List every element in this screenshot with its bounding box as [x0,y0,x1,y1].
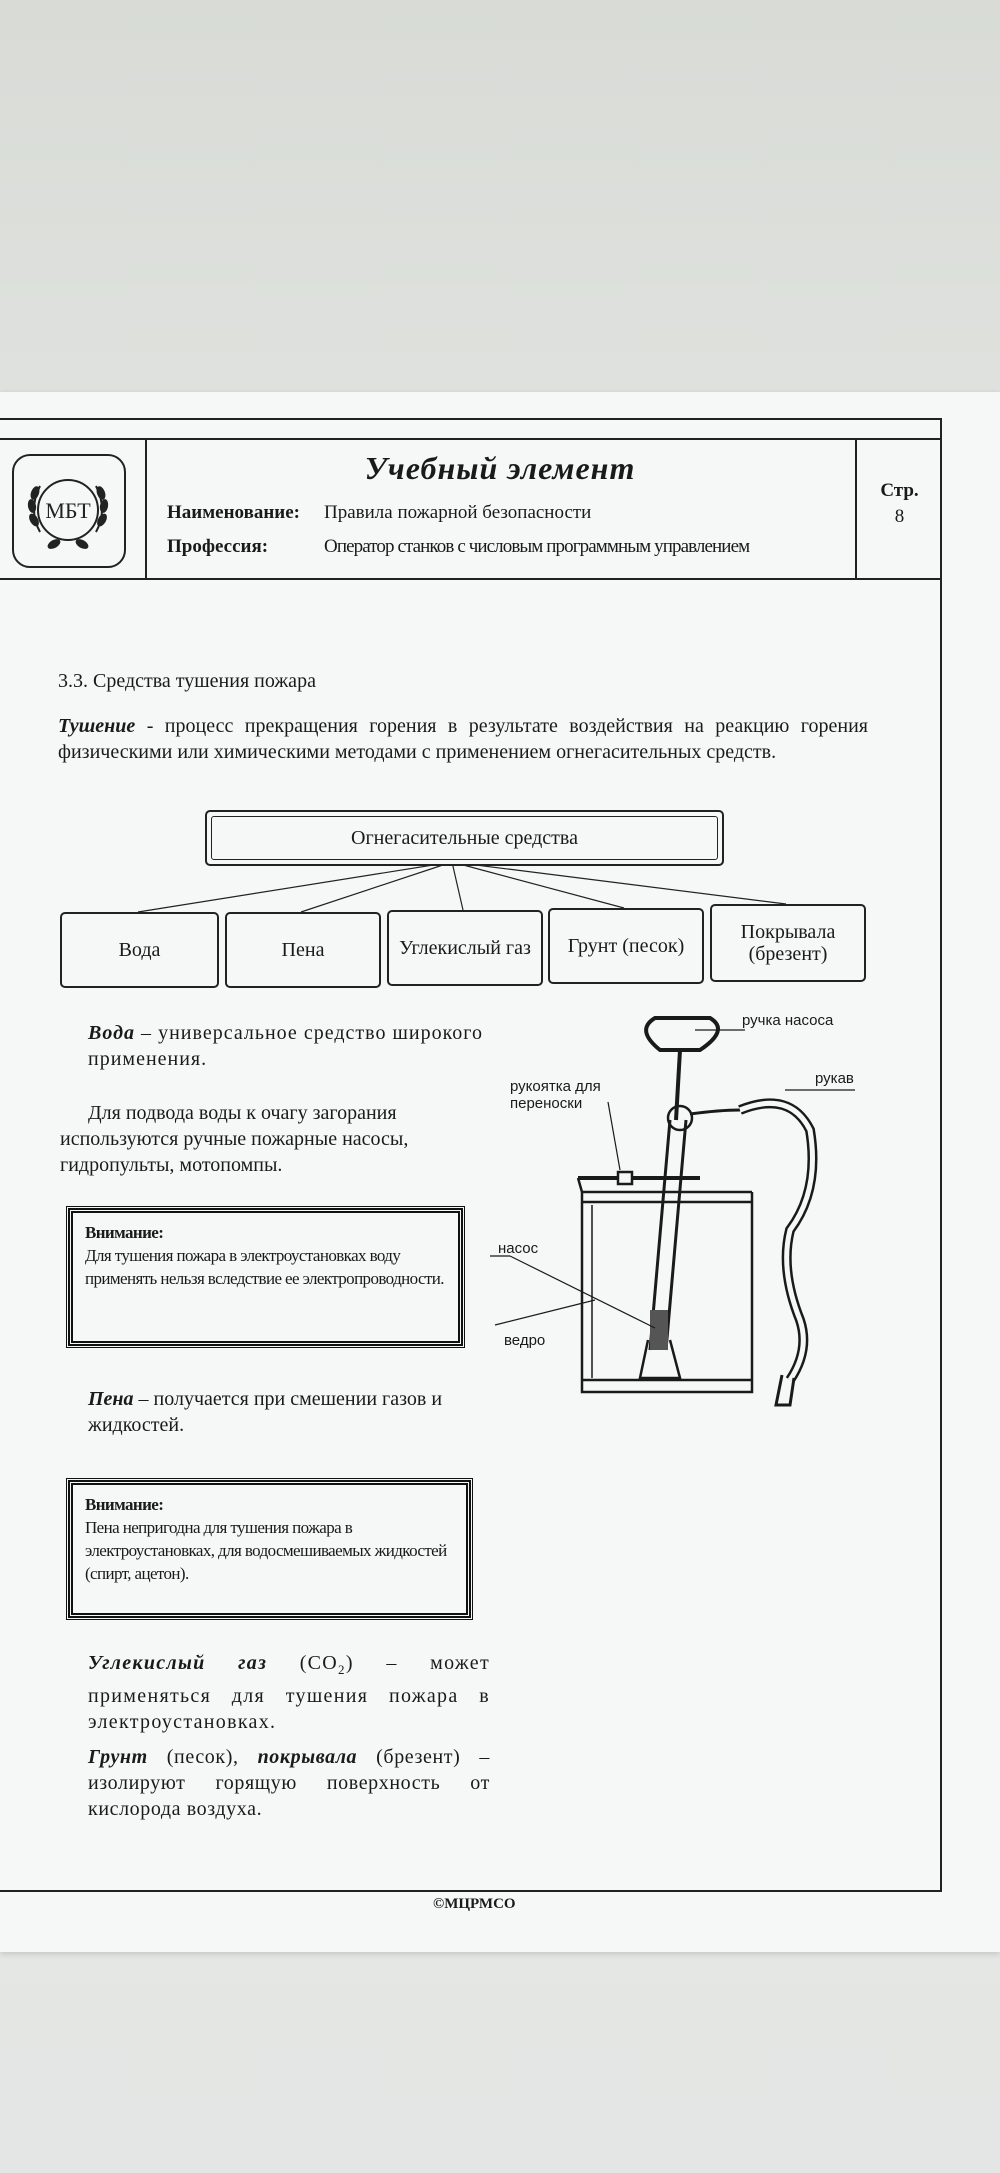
co2-formula: (CO [267,1652,339,1674]
logo-cell: МБТ [0,440,147,578]
soil-mid: (песок), [147,1746,258,1768]
water-supply-paragraph: Для подвода воды к очагу загорания испол… [60,1102,409,1176]
soil-paragraph: Грунт (песок), покрывала (брезент) – изо… [88,1744,490,1822]
pump-label: насос [498,1240,539,1257]
document-sheet [0,392,1000,1952]
warning-text: Для тушения пожара в электроустановках в… [85,1246,444,1288]
mbt-logo: МБТ [12,454,126,568]
pump-handle-label: ручка насоса [742,1012,834,1029]
bucket-label: ведро [504,1332,546,1349]
copyright-footer: ©МЦРМСО [433,1896,516,1912]
water-paragraph: Вода – универсальное средство широкого п… [88,1020,483,1072]
name-label: Наименование: [167,502,300,523]
intro-paragraph: Тушение - процесс прекращения горения в … [58,713,868,765]
intro-term: Тушение [58,715,136,737]
scheme-item-soil: Грунт (песок) [548,908,704,984]
page-number: 8 [894,506,905,527]
foam-paragraph: Пена – получается при смешении газов и ж… [88,1386,488,1438]
co2-text: ) – может применяться для тушения пожара… [88,1652,490,1733]
water-text: – универсальное средство широкого примен… [88,1022,483,1070]
soil-term: Грунт [88,1746,148,1768]
profession-row: Профессия: Оператор станков с числовым пр… [167,536,750,558]
page-cell: Стр. 8 [855,440,942,578]
profession-value: Оператор станков с числовым программным … [324,536,750,557]
foam-text: – получается при смешении газов и жидкос… [88,1388,443,1436]
soil-text: (брезент) – изолируют горящую поверхност… [88,1746,490,1820]
warning-box-water: Внимание: Для тушения пожара в электроус… [66,1206,465,1348]
header-title: Учебный элемент [364,450,636,486]
co2-subscript: 2 [338,1662,346,1677]
page-label: Стр. [880,480,919,501]
carry-handle-label: рукоятка для переноски [510,1078,601,1112]
warning-text: Пена непригодна для тушения пожара в эле… [85,1518,447,1583]
warning-title: Внимание: [85,1495,164,1514]
intro-text: - процесс прекращения горения в результа… [58,715,868,763]
page-frame [0,418,942,1892]
warning-title: Внимание: [85,1223,164,1242]
co2-paragraph: Углекислый газ (CO2) – может применяться… [88,1650,490,1735]
warning-box-foam: Внимание: Пена непригодна для тушения по… [66,1478,473,1620]
co2-term: Углекислый газ [88,1652,268,1674]
section-heading: 3.3. Средства тушения пожара [58,670,316,692]
svg-text:МБТ: МБТ [45,498,91,523]
profession-label: Профессия: [167,536,269,557]
name-value: Правила пожарной безопасности [324,502,592,523]
name-row: Наименование: Правила пожарной безопаснос… [167,502,591,524]
foam-term: Пена [88,1388,134,1410]
scheme-root-label: Огнегасительные средства [211,816,718,860]
scheme-item-foam: Пена [225,912,381,988]
page-header: МБТ Учебный элемент Наименование: Правила… [0,438,940,580]
scheme-item-tarp: Покрывала (брезент) [710,904,866,982]
tarp-term: покрывала [257,1746,358,1768]
wreath-icon: МБТ [27,479,109,549]
scheme-item-co2: Углекислый газ [387,910,543,986]
hand-pump-diagram [490,1016,855,1407]
scheme-item-water: Вода [60,912,219,988]
hose-label: рукав [815,1070,854,1087]
scheme-root-box: Огнегасительные средства [205,810,724,866]
title-cell: Учебный элемент Наименование: Правила пож… [145,440,855,578]
water-term: Вода [88,1022,135,1044]
bucket-outline [580,1192,754,1394]
